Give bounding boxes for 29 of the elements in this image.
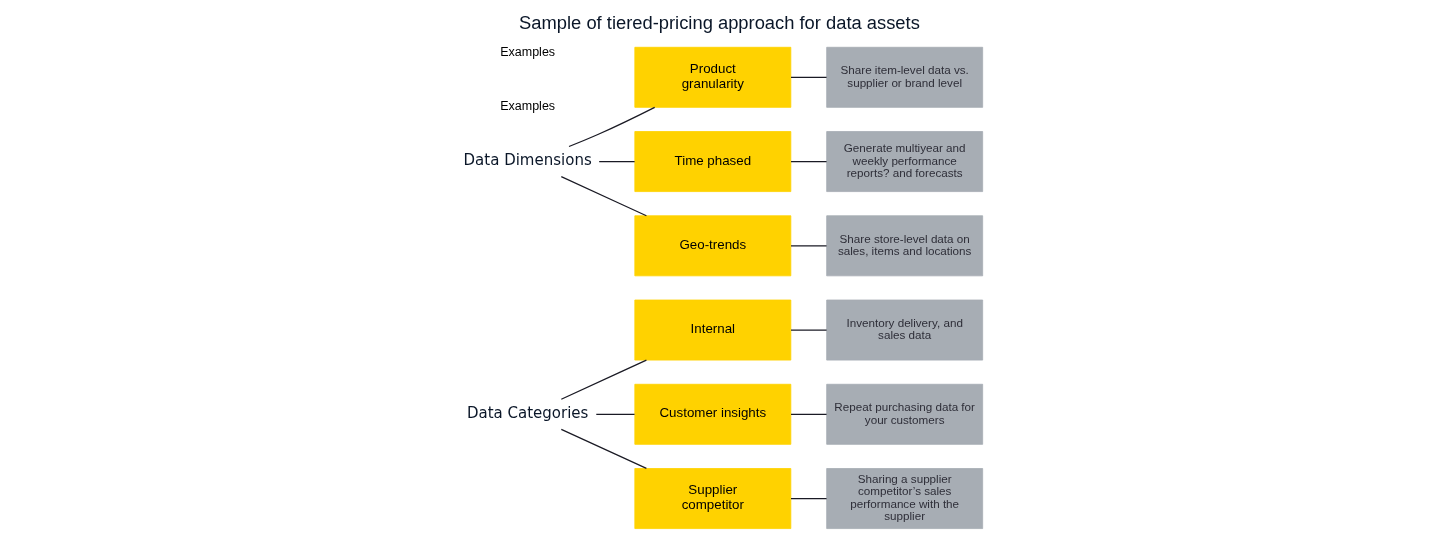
node-box: Repeat purchasing data for your customers (826, 383, 984, 445)
node-box: Inventory delivery, and sales data (826, 299, 984, 361)
node-box: Share item-level data vs. supplier or brand level (826, 46, 984, 108)
node-box: Generate multiyear and weekly performance reports? and forecasts (826, 131, 984, 192)
connector (568, 106, 656, 148)
node-box: Supplier competitor (634, 468, 792, 529)
connector (598, 160, 636, 163)
connector (560, 359, 648, 400)
node-box: Product granularity (634, 46, 792, 108)
node-box: Customer insights (634, 383, 792, 445)
node-text: Data Dimensions (463, 151, 592, 170)
node-box: Share store-level data on sales, items and locations (826, 215, 984, 277)
node-box: Sharing a supplier competitor’s sales performance with the supplier (826, 468, 984, 529)
label: Examples (500, 45, 556, 60)
connector (790, 76, 828, 78)
connector (790, 245, 828, 247)
node-box: Time phased (634, 131, 792, 192)
node-text: Data Categories (466, 403, 589, 422)
diagram-title: Sample of tiered-pricing approach for data assets (519, 12, 920, 34)
connector (595, 413, 636, 415)
connector (560, 176, 648, 217)
label: Examples (500, 99, 556, 114)
node-box: Internal (634, 299, 792, 361)
connector (790, 160, 828, 163)
connector (790, 329, 828, 331)
connector (790, 497, 828, 500)
connector (560, 428, 648, 470)
node-box: Geo-trends (634, 215, 792, 277)
connector (790, 413, 828, 415)
